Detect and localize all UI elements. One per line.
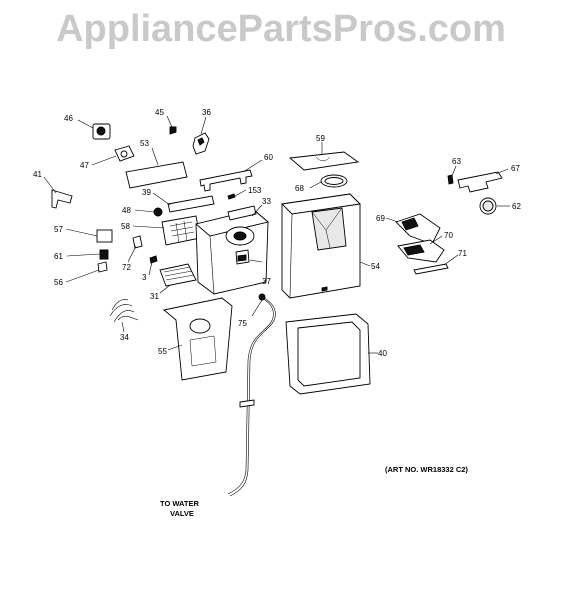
callout-153: 153 <box>248 186 262 195</box>
callout-57: 57 <box>54 225 63 234</box>
callout-60: 60 <box>264 153 273 162</box>
part-63-screw <box>447 165 457 185</box>
callout-36: 36 <box>202 108 211 117</box>
callout-37: 37 <box>262 277 271 286</box>
callout-54: 54 <box>371 262 380 271</box>
part-37-dispenser-housing <box>195 204 269 295</box>
callout-46: 46 <box>64 114 73 123</box>
part-60-handle <box>199 159 263 192</box>
callout-67: 67 <box>511 164 520 173</box>
part-67-bracket <box>457 168 509 193</box>
callout-56: 56 <box>54 278 63 287</box>
watermark-text: AppliancePartsPros.com <box>56 8 506 50</box>
part-68-ring <box>309 174 348 189</box>
part-55-cover <box>162 297 233 381</box>
art-number: (ART NO. WR18332 C2) <box>385 465 468 474</box>
part-36-actuator <box>192 116 210 155</box>
water-note-line2: VALVE <box>170 509 194 518</box>
callout-48: 48 <box>122 206 131 215</box>
callout-71: 71 <box>458 249 467 258</box>
callout-58: 58 <box>121 222 130 231</box>
part-69-lever <box>385 213 441 245</box>
part-41-lever <box>43 176 73 209</box>
water-note-line1: TO WATER <box>160 499 199 508</box>
part-72-clip <box>127 235 143 263</box>
part-61-connector <box>66 249 109 260</box>
callout-75: 75 <box>238 319 247 328</box>
callout-68: 68 <box>295 184 304 193</box>
callout-55: 55 <box>158 347 167 356</box>
callout-41: 41 <box>33 170 42 179</box>
part-54-dispenser-front <box>281 193 371 299</box>
part-34-wire-harness <box>109 299 139 333</box>
callout-31: 31 <box>150 292 159 301</box>
part-45-clip <box>166 115 177 135</box>
part-53-plate <box>125 147 188 189</box>
callout-labels: 46 45 36 53 47 60 59 41 39 153 68 63 67 … <box>33 108 521 358</box>
callout-47: 47 <box>80 161 89 170</box>
part-71-rod <box>413 254 459 275</box>
part-47-bracket <box>91 145 135 166</box>
callout-39: 39 <box>142 188 151 197</box>
part-153-screw <box>227 189 247 200</box>
part-57-block <box>65 228 113 243</box>
part-58-bracket <box>132 215 201 246</box>
callout-63: 63 <box>452 157 461 166</box>
callout-69: 69 <box>376 214 385 223</box>
callout-3: 3 <box>142 273 147 282</box>
part-48-nut <box>134 207 163 217</box>
callout-70: 70 <box>444 231 453 240</box>
part-75-water-tube <box>227 293 276 497</box>
part-62-cap <box>479 197 510 215</box>
part-39-bar <box>152 192 215 213</box>
callout-61: 61 <box>54 252 63 261</box>
callout-72: 72 <box>122 263 131 272</box>
part-31-drip-tray <box>159 263 197 294</box>
callout-59: 59 <box>316 134 325 143</box>
part-56-terminal <box>65 261 108 283</box>
part-70-lever <box>397 235 445 263</box>
part-46-switch <box>77 119 111 140</box>
callout-53: 53 <box>140 139 149 148</box>
part-3-screw <box>148 255 158 276</box>
callout-34: 34 <box>120 333 129 342</box>
part-59-plate <box>288 142 360 171</box>
callout-45: 45 <box>155 108 164 117</box>
callout-40: 40 <box>378 349 387 358</box>
callout-33: 33 <box>262 197 271 206</box>
callout-62: 62 <box>512 202 521 211</box>
part-40-gasket-frame <box>285 313 378 395</box>
